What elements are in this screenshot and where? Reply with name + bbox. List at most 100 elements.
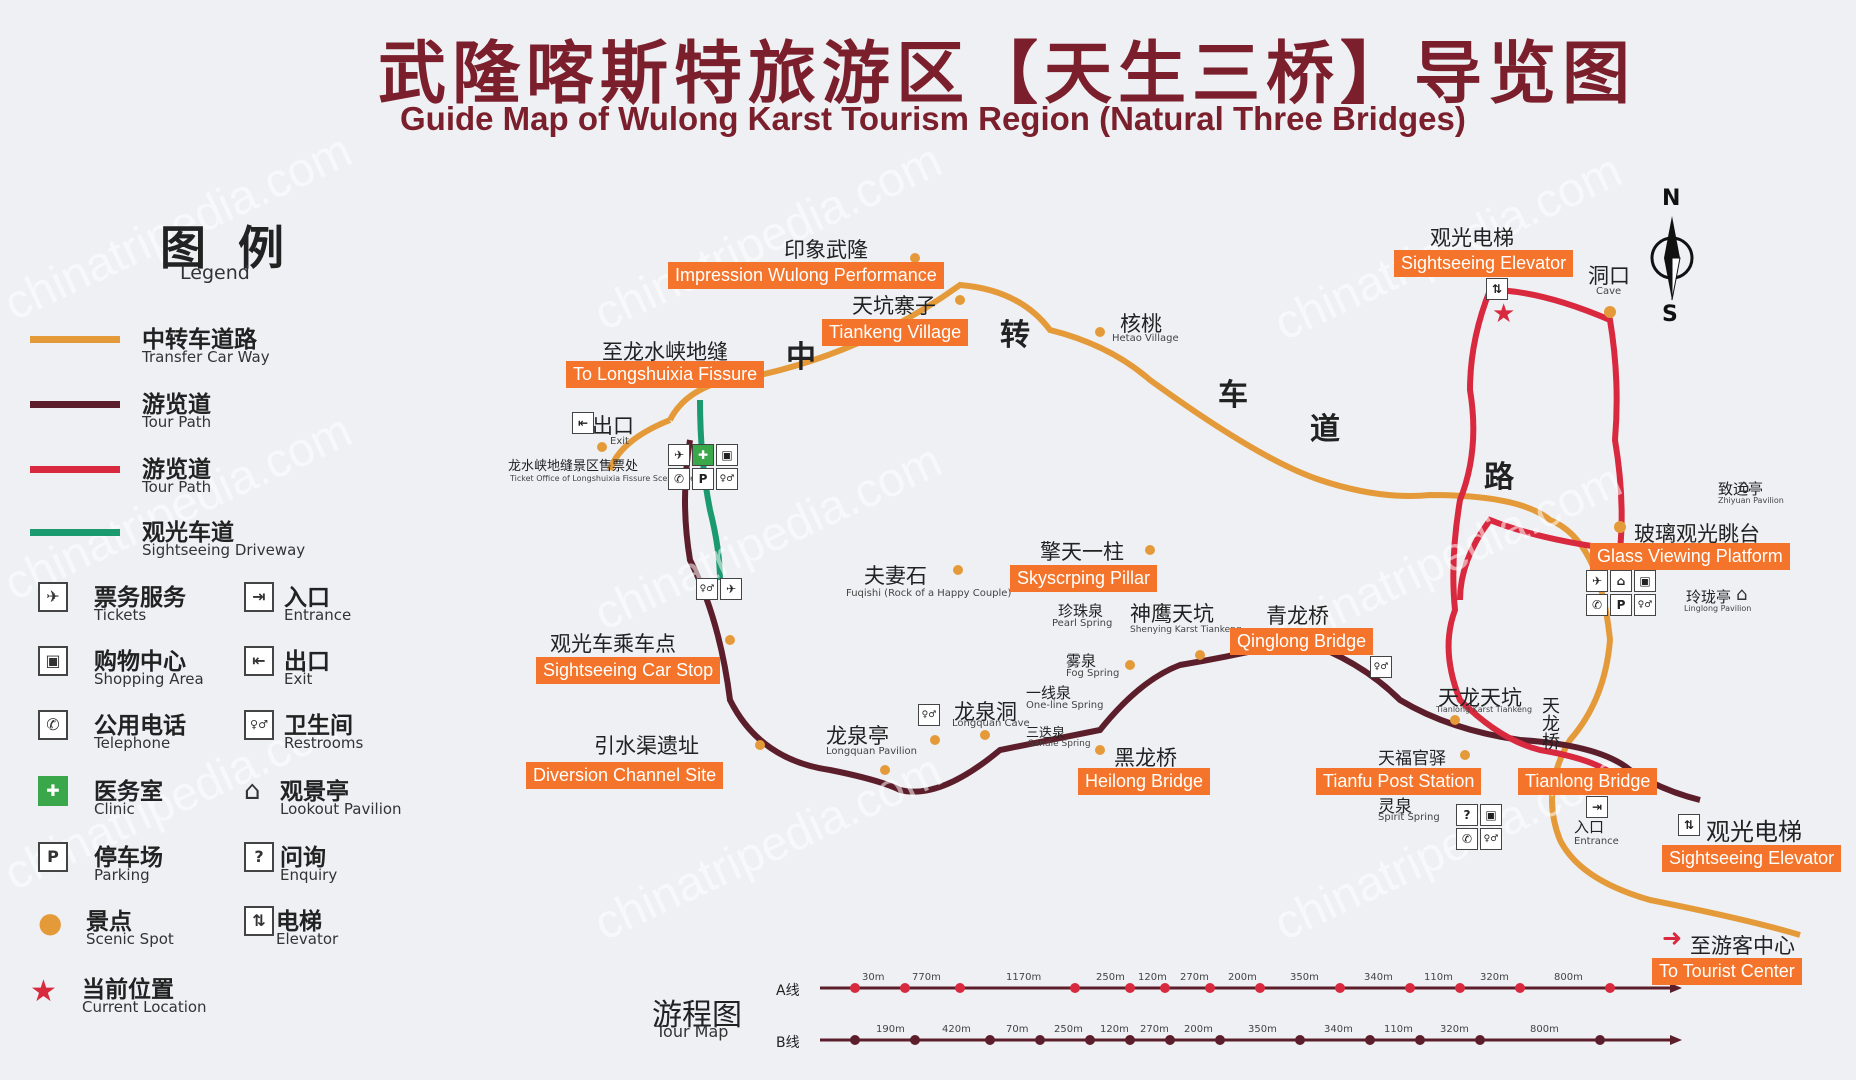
place-label-cn: 观光车乘车点 [550,632,676,656]
place-label-cn: 印象武隆 [784,238,868,262]
place-label-en: Spirit Spring [1378,812,1440,823]
enquiry-icon: ? [244,842,274,872]
place-label-cn: 青龙桥 [1266,604,1329,628]
legend-label-en: Tickets [94,606,147,624]
segment-distance: 110m [1424,972,1453,983]
segment-distance: 340m [1364,972,1393,983]
place-label-cn: 龙水峡地缝景区售票处 [508,459,639,474]
shopping-icon: ▣ [1480,804,1502,826]
place-tag[interactable]: To Longshuixia Fissure [566,361,765,388]
place-tag[interactable]: Tianlong Bridge [1518,768,1658,795]
elevator-icon: ⇅ [244,906,274,936]
map-title-en: Guide Map of Wulong Karst Tourism Region… [400,100,1466,137]
place-label-cn: 至游客中心 [1690,934,1795,958]
place-label-cn: 一线泉 [1026,684,1072,702]
legend-label: 观景亭 [280,779,349,805]
arrow-right-icon: ➜ [1662,924,1683,952]
entrance-icon: ⇥ [1586,796,1608,818]
legend-label-en: Exit [284,670,313,688]
place-label-cn: 龙泉洞 [954,700,1017,724]
place-label-cn: 龙泉亭 [826,724,889,748]
telephone-icon: ✆ [1586,594,1608,616]
segment-distance: 1170m [1006,972,1042,983]
place-tag[interactable]: Skyscrping Pillar [1010,565,1158,592]
legend-label-en: Clinic [94,800,135,818]
segment-distance: 200m [1184,1024,1213,1035]
telephone-icon: ✆ [38,710,68,740]
legend-label: 当前位置 [82,977,174,1003]
place-tag[interactable]: Sightseeing Elevator [1662,845,1842,872]
segment-distance: 190m [876,1024,905,1035]
restroom-icon: ♀♂ [1480,828,1502,850]
legend-route-swatch [30,466,120,473]
place-label-en: Linglong Pavilion [1684,604,1752,613]
place-tag[interactable]: Heilong Bridge [1078,768,1211,795]
place-label-cn: 天坑寨子 [852,294,936,318]
exit-icon: ⇤ [244,646,274,676]
place-tag[interactable]: Sightseeing Elevator [1394,250,1574,277]
place-label-cn: 洞口 [1588,264,1630,288]
shopping-icon: ▣ [1634,570,1656,592]
tour-path-red-route [1445,288,1623,783]
segment-distance: 70m [1006,1024,1029,1035]
place-label-en: Exit [610,436,629,447]
place-label-en: Hetao Village [1112,333,1179,344]
place-label-cn: 天龙天坑 [1438,686,1522,710]
legend-label: 购物中心 [94,649,186,675]
place-tag[interactable]: To Tourist Center [1652,958,1802,985]
telephone-icon: ✆ [1456,828,1478,850]
elevator-icon: ⇅ [1486,278,1508,300]
legend-route-label: 观光车道 [142,520,234,546]
legend-route-swatch [30,529,120,536]
place-label-en: Fog Spring [1066,668,1120,679]
place-label-cn: 擎天一柱 [1040,540,1124,564]
legend-route-label: 游览道 [142,392,211,418]
road-label-char: 车 [1218,378,1248,413]
place-label-en: Longquan Pavilion [826,746,917,757]
place-tag[interactable]: Glass Viewing Platform [1590,543,1790,570]
place-tag[interactable]: Qinglong Bridge [1230,628,1374,655]
legend-route-label-en: Sightseeing Driveway [142,541,306,559]
place-label-cn: 夫妻石 [864,564,927,588]
place-label-en: Ticket Office of Longshuixia Fissure Sce… [510,474,700,483]
legend-label: 停车场 [94,845,163,871]
compass-north: N [1662,186,1681,211]
legend-label-en: Current Location [82,998,207,1016]
legend-label-en: Shopping Area [94,670,204,688]
legend-label-en: Restrooms [284,734,364,752]
legend-label-en: Enquiry [280,866,338,884]
place-tag[interactable]: Tianfu Post Station [1316,768,1482,795]
transfer-car-way-route [667,281,1801,938]
segment-distance: 270m [1140,1024,1169,1035]
place-label-cn: 致远亭 [1718,480,1764,498]
restroom-icon: ♀♂ [918,704,940,726]
legend-label: 景点 [86,909,132,935]
road-label-char: 转 [1000,318,1030,353]
telephone-icon: ✆ [668,468,690,490]
place-tag[interactable]: Impression Wulong Performance [668,262,944,289]
place-label-cn: 黑龙桥 [1114,746,1177,770]
road-label-char: 路 [1484,460,1514,495]
restroom-icon: ♀♂ [244,710,274,740]
segment-distance: 270m [1180,972,1209,983]
tour-line-b-label: B线 [776,1035,800,1051]
pavilion-icon: ⌂ [1736,584,1748,605]
place-label-en: Tianlong Karst Tiankeng [1436,705,1533,714]
place-tag[interactable]: Tiankeng Village [822,319,969,346]
compass-south: S [1662,302,1678,327]
segment-distance: 110m [1384,1024,1413,1035]
legend-label-en: Elevator [276,930,339,948]
current-location-marker: ★ [1492,299,1515,329]
exit-icon: ⇤ [572,412,594,434]
place-tag[interactable]: Diversion Channel Site [526,762,724,789]
place-label-en: Pearl Spring [1052,618,1113,629]
place-label-en: Shenying Karst Tiankeng [1130,625,1242,635]
scenic-spot-icon: ● [38,906,63,939]
place-tag[interactable]: Sightseeing Car Stop [536,657,721,684]
legend-label: 入口 [284,585,330,611]
parking-icon: P [692,468,714,490]
place-label-en: Cave [1596,286,1622,297]
place-label-en: Zhiyuan Pavilion [1718,496,1784,505]
restroom-icon: ♀♂ [1634,594,1656,616]
place-label-en: Longquan Cave [952,718,1030,729]
